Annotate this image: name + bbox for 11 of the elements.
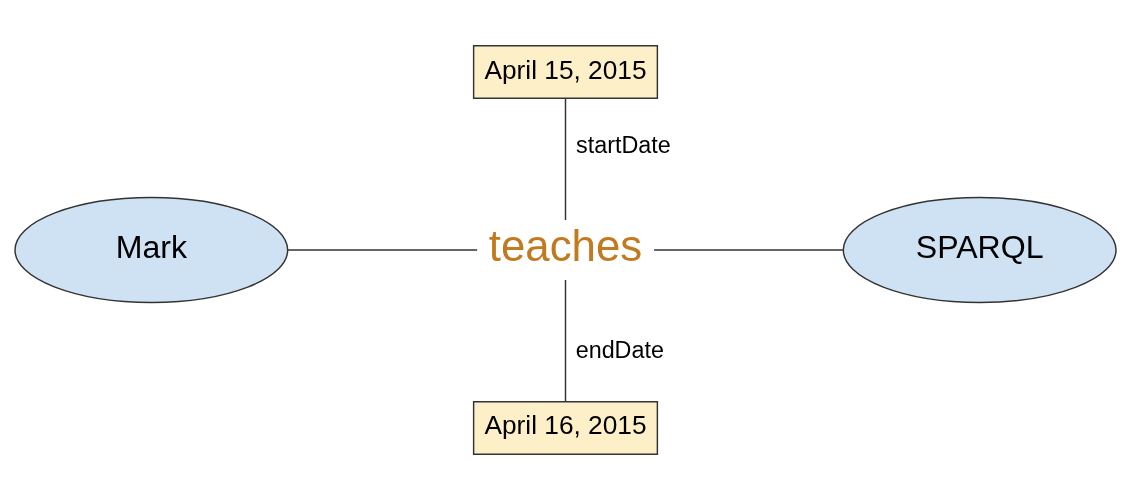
node-text: teaches [488,220,643,270]
node-box: April 15, 2015 [472,44,659,99]
node-ellipse: SPARQL [842,196,1117,303]
connector [564,97,567,221]
node-ellipse: Mark [14,196,289,303]
edge-label: startDate [576,131,671,158]
connector [564,278,567,402]
edge-label: endDate [575,336,664,363]
connector [653,248,844,251]
connector [287,248,478,251]
node-box: April 16, 2015 [472,400,659,455]
